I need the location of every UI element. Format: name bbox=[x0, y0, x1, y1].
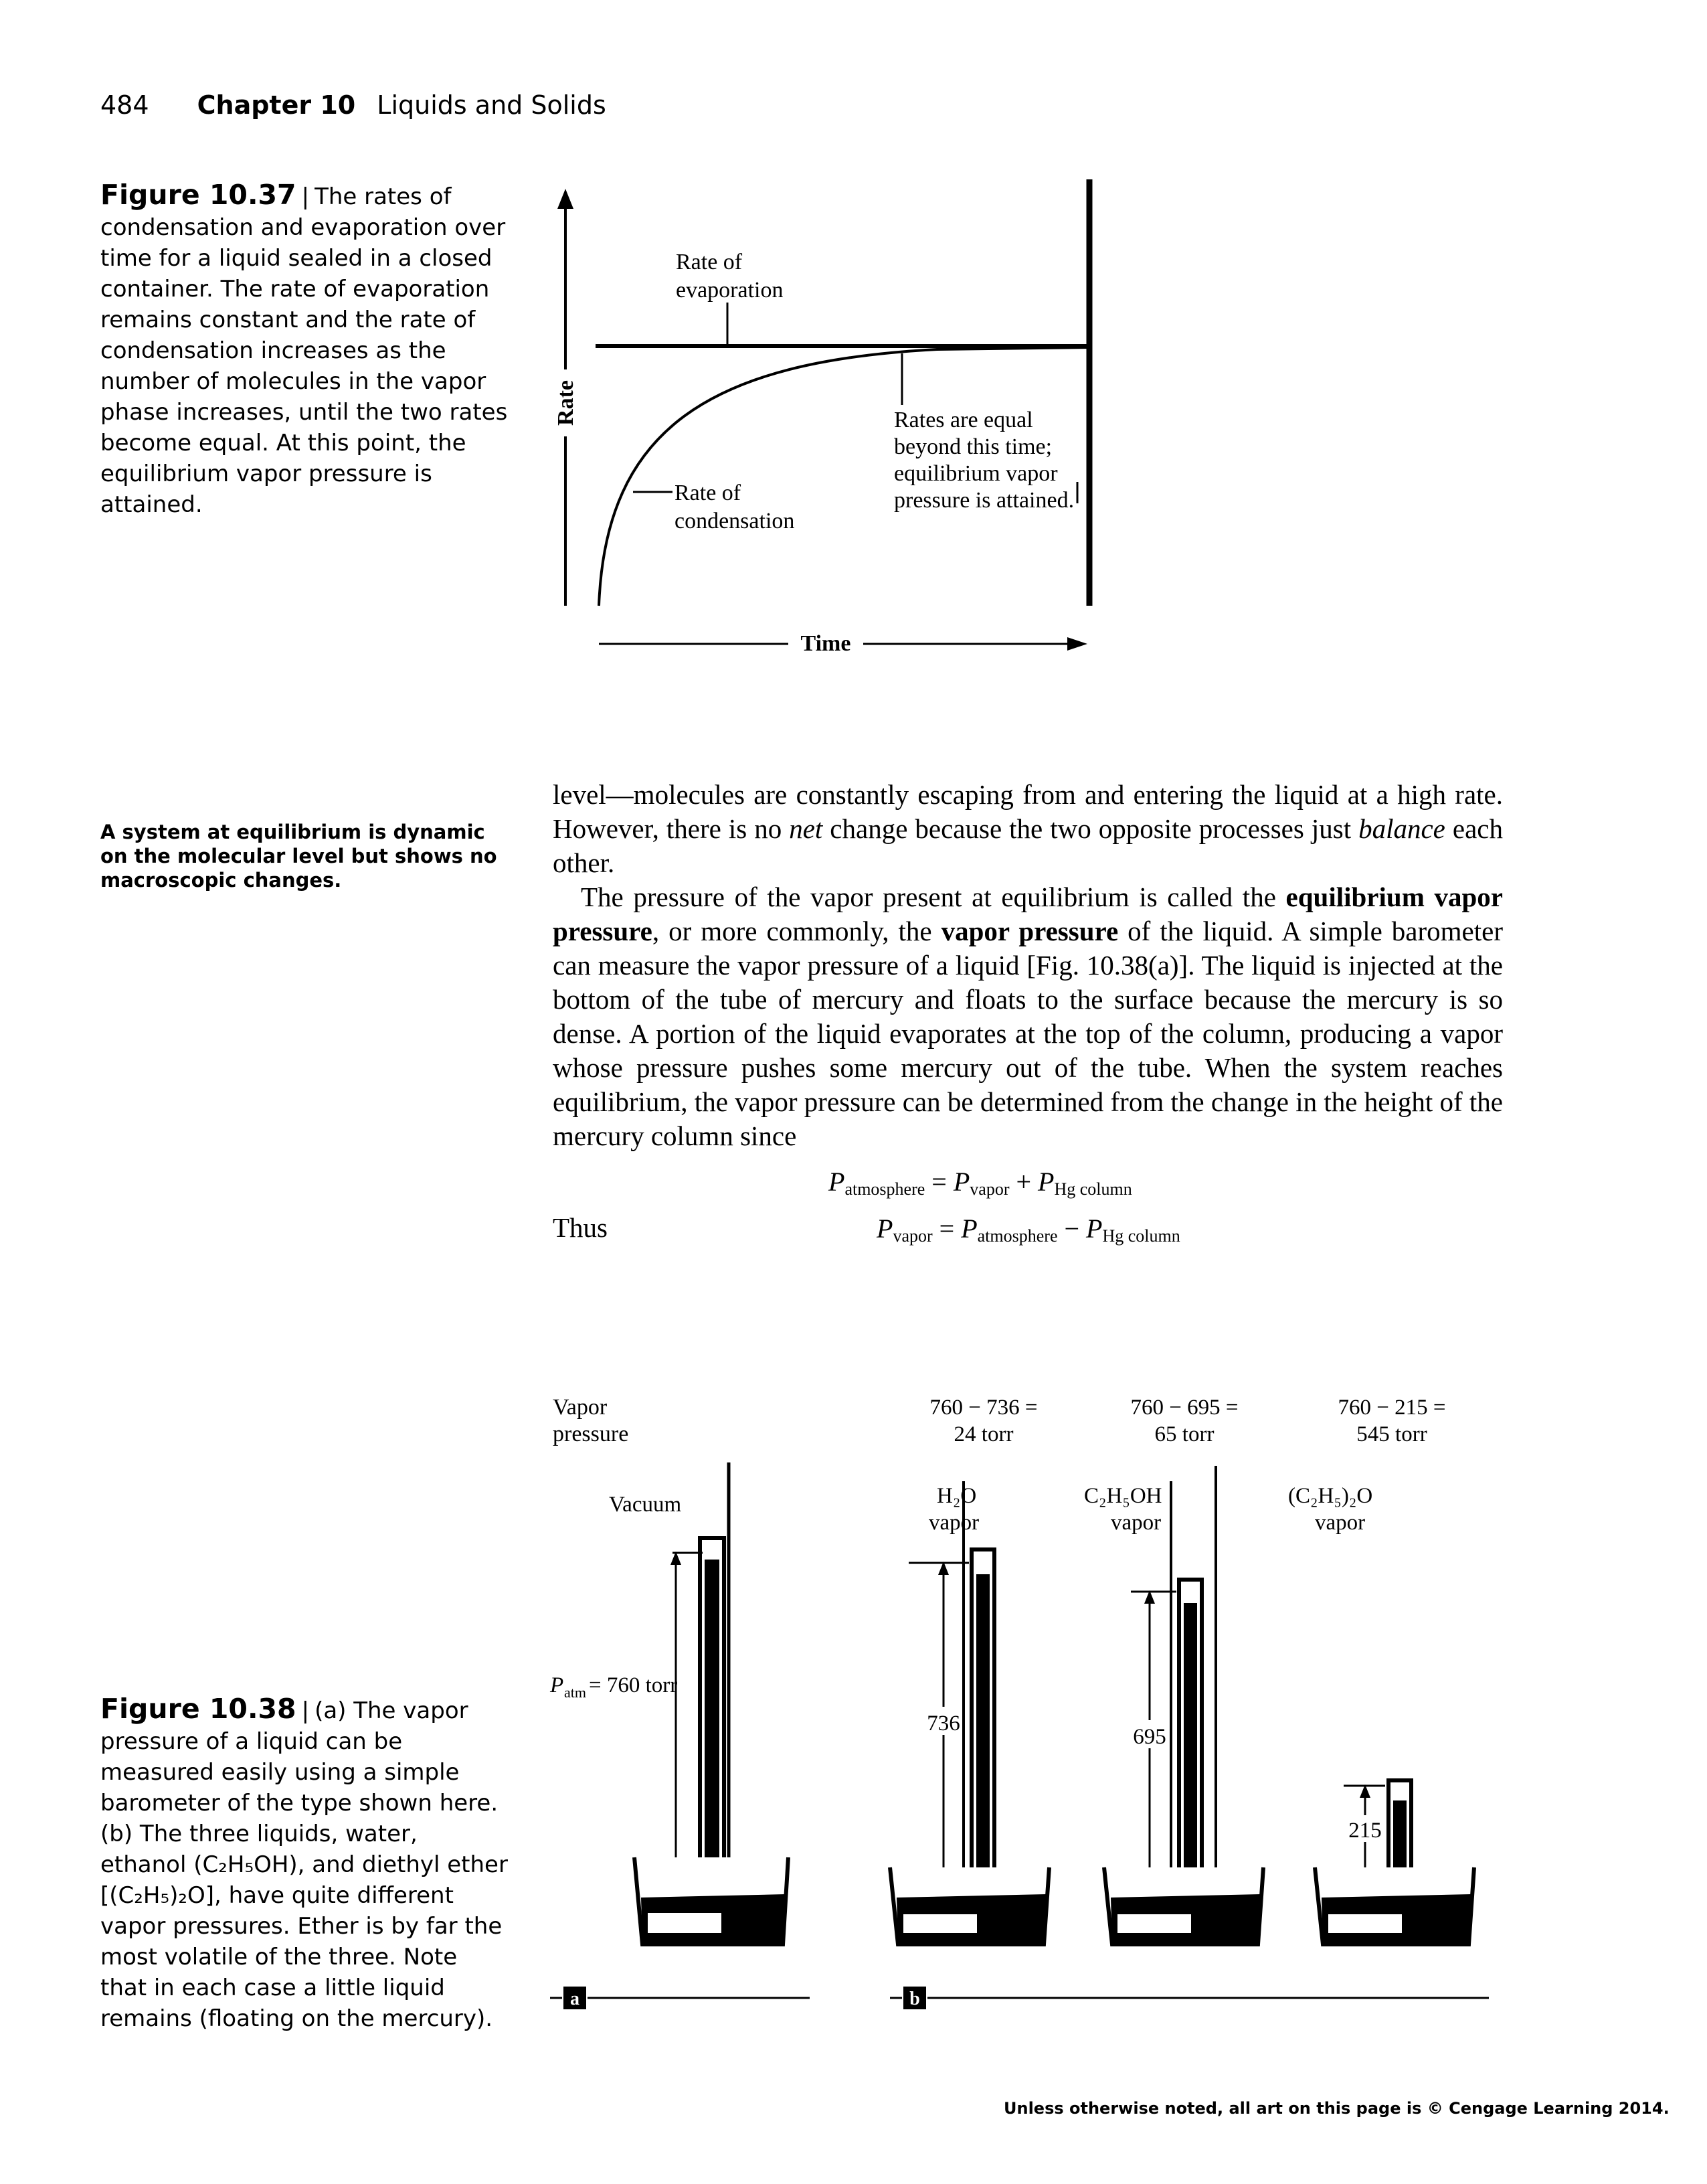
evaporation-label-line1: Rate of bbox=[676, 250, 743, 274]
patm-subscript: atm bbox=[564, 1684, 586, 1701]
equation-1: Patmosphere = Pvapor + PHg column bbox=[828, 1167, 1132, 1199]
figure-1038-label: Figure 10.38 bbox=[100, 1693, 296, 1725]
evaporation-label-line2: evaporation bbox=[676, 278, 784, 303]
ethanol-result: 65 torr bbox=[1155, 1422, 1215, 1446]
h2o-vapor-name: H₂O bbox=[937, 1484, 976, 1508]
figure-1037-rate-diagram: Rate Rate of evaporation Rate of condens… bbox=[550, 179, 1093, 656]
patm-P: P bbox=[549, 1673, 563, 1697]
time-axis-label: Time bbox=[801, 631, 851, 656]
h2o-calc: 760 − 736 = bbox=[930, 1396, 1038, 1420]
thus-label: Thus bbox=[553, 1212, 608, 1243]
ether-height-label: 215 bbox=[1348, 1819, 1382, 1843]
ethanol-height-label: 695 bbox=[1133, 1725, 1166, 1749]
body-paragraph-1: level—molecules are constantly escaping … bbox=[553, 779, 1503, 878]
vapor-pressure-label-line1: Vapor bbox=[553, 1395, 608, 1420]
chapter-title: Liquids and Solids bbox=[377, 90, 606, 120]
time-axis-arrowhead bbox=[1067, 637, 1087, 651]
running-header: 484 Chapter 10 Liquids and Solids bbox=[100, 90, 606, 120]
mercury-column-a bbox=[705, 1560, 719, 1874]
chapter-number: Chapter 10 bbox=[197, 90, 356, 120]
h2o-height-label: 736 bbox=[927, 1711, 960, 1736]
copyright-footer: Unless otherwise noted, all art on this … bbox=[1004, 2099, 1670, 2118]
h2o-vapor-word: vapor bbox=[929, 1511, 979, 1535]
ether-calc: 760 − 215 = bbox=[1338, 1396, 1446, 1420]
body-paragraph-2: The pressure of the vapor present at equ… bbox=[553, 881, 1503, 1151]
condensation-label-line1: Rate of bbox=[675, 481, 741, 505]
patm-value: = 760 torr bbox=[589, 1673, 677, 1697]
equal-label-line1: Rates are equal bbox=[894, 408, 1033, 432]
mercury-column-h2o bbox=[976, 1574, 990, 1874]
panel-b-badge bbox=[903, 1987, 926, 2009]
ether-vapor-name: (C₂H₅)₂O bbox=[1288, 1484, 1372, 1508]
page-number: 484 bbox=[100, 90, 149, 120]
rate-axis-label: Rate bbox=[553, 380, 578, 426]
ethanol-vapor-word: vapor bbox=[1111, 1511, 1161, 1535]
margin-note: A system at equilibrium is dynamic on th… bbox=[100, 821, 497, 892]
body-text: level—molecules are constantly escaping … bbox=[553, 778, 1503, 1153]
panel-a-badge bbox=[563, 1987, 586, 2009]
figure-1038-barometer-diagram: Vapor pressure 760 − 736 = 24 torr 760 −… bbox=[549, 1395, 1489, 2009]
equation-2: Pvapor = Patmosphere − PHg column bbox=[877, 1213, 1180, 1246]
condensation-label-line2: condensation bbox=[675, 509, 794, 533]
figure-1037-label: Figure 10.37 bbox=[100, 179, 296, 211]
h2o-result: 24 torr bbox=[954, 1422, 1014, 1446]
panel-a-label: a bbox=[570, 1989, 579, 2009]
mercury-column-ether bbox=[1393, 1800, 1407, 1874]
vacuum-label: Vacuum bbox=[609, 1493, 681, 1517]
equal-label-line2: beyond this time; bbox=[894, 434, 1052, 459]
rate-axis-arrowhead bbox=[557, 189, 573, 209]
ethanol-vapor-name: C₂H₅OH bbox=[1084, 1484, 1162, 1508]
ether-result: 545 torr bbox=[1356, 1422, 1427, 1446]
mercury-column-ethanol bbox=[1184, 1603, 1197, 1874]
ethanol-calc: 760 − 695 = bbox=[1131, 1396, 1239, 1420]
figure-1037-caption: Figure 10.37|The rates of condensation a… bbox=[100, 179, 508, 518]
condensation-rate-curve bbox=[598, 346, 1090, 606]
figure-1038-caption-text: (a) The vapor pressure of a liquid can b… bbox=[100, 1697, 508, 2032]
equal-label-line3: equilibrium vapor bbox=[894, 461, 1058, 486]
ether-vapor-word: vapor bbox=[1315, 1511, 1365, 1535]
figure-1038-caption: Figure 10.38|(a) The vapor pressure of a… bbox=[100, 1693, 508, 2032]
panel-b-label: b bbox=[909, 1989, 920, 2009]
figure-1037-caption-text: The rates of condensation and evaporatio… bbox=[100, 183, 508, 518]
vapor-pressure-label-line2: pressure bbox=[553, 1422, 628, 1446]
equal-label-line4: pressure is attained. bbox=[894, 488, 1074, 513]
